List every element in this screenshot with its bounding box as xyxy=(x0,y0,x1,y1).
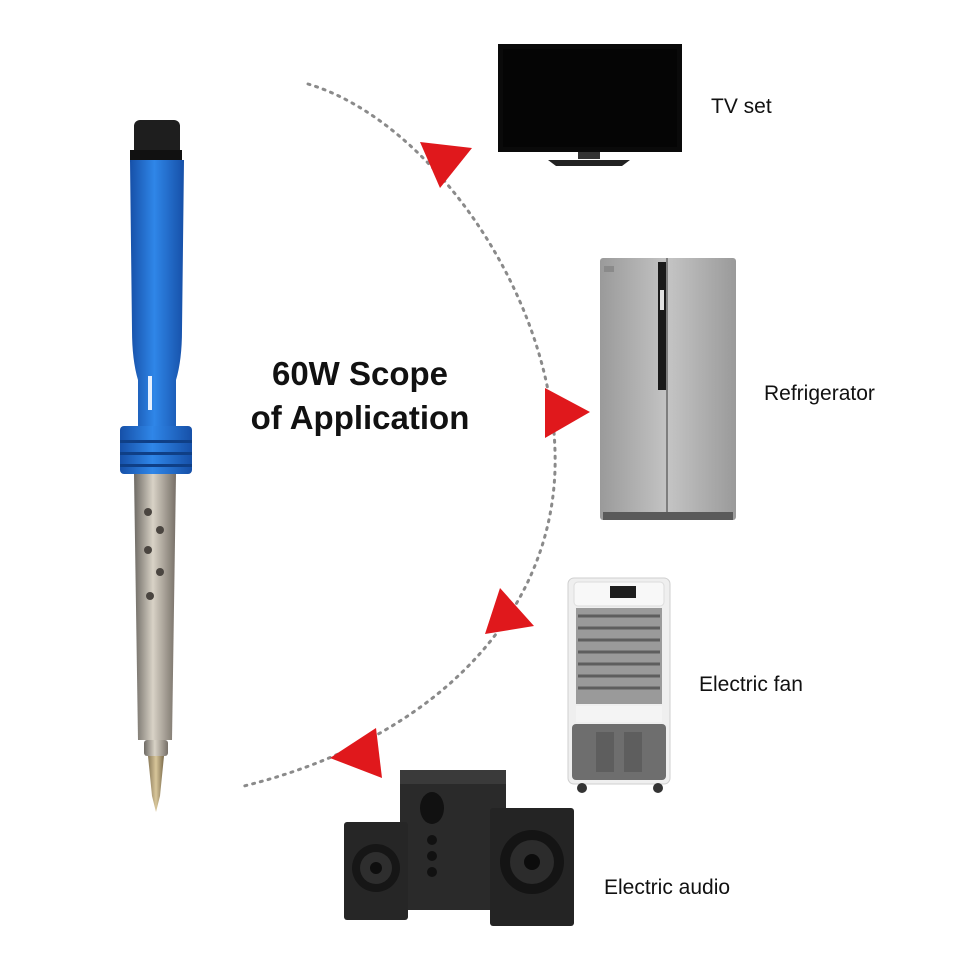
arrow-to-refrigerator-icon xyxy=(545,388,590,438)
refrigerator-icon xyxy=(600,258,736,520)
arrow-to-audio-icon xyxy=(330,728,382,778)
refrigerator-label: Refrigerator xyxy=(764,382,875,405)
arrow-to-fan-icon xyxy=(485,588,534,634)
scope-heading-line-1: 60W Scope xyxy=(271,355,449,392)
electric-fan-label: Electric fan xyxy=(699,673,803,696)
air-cooler-fan-icon xyxy=(567,577,671,793)
electric-audio-label: Electric audio xyxy=(604,876,731,899)
tv-label: TV set xyxy=(711,95,772,118)
arrow-to-tv-icon xyxy=(420,142,472,188)
scope-heading-line-2: of Application xyxy=(250,399,470,436)
tv-icon xyxy=(498,44,682,166)
dotted-flow-path xyxy=(242,82,557,788)
speaker-system-icon xyxy=(344,770,574,926)
soldering-iron-icon xyxy=(120,120,192,812)
scope-heading: 60W Scope of Application xyxy=(200,352,520,440)
